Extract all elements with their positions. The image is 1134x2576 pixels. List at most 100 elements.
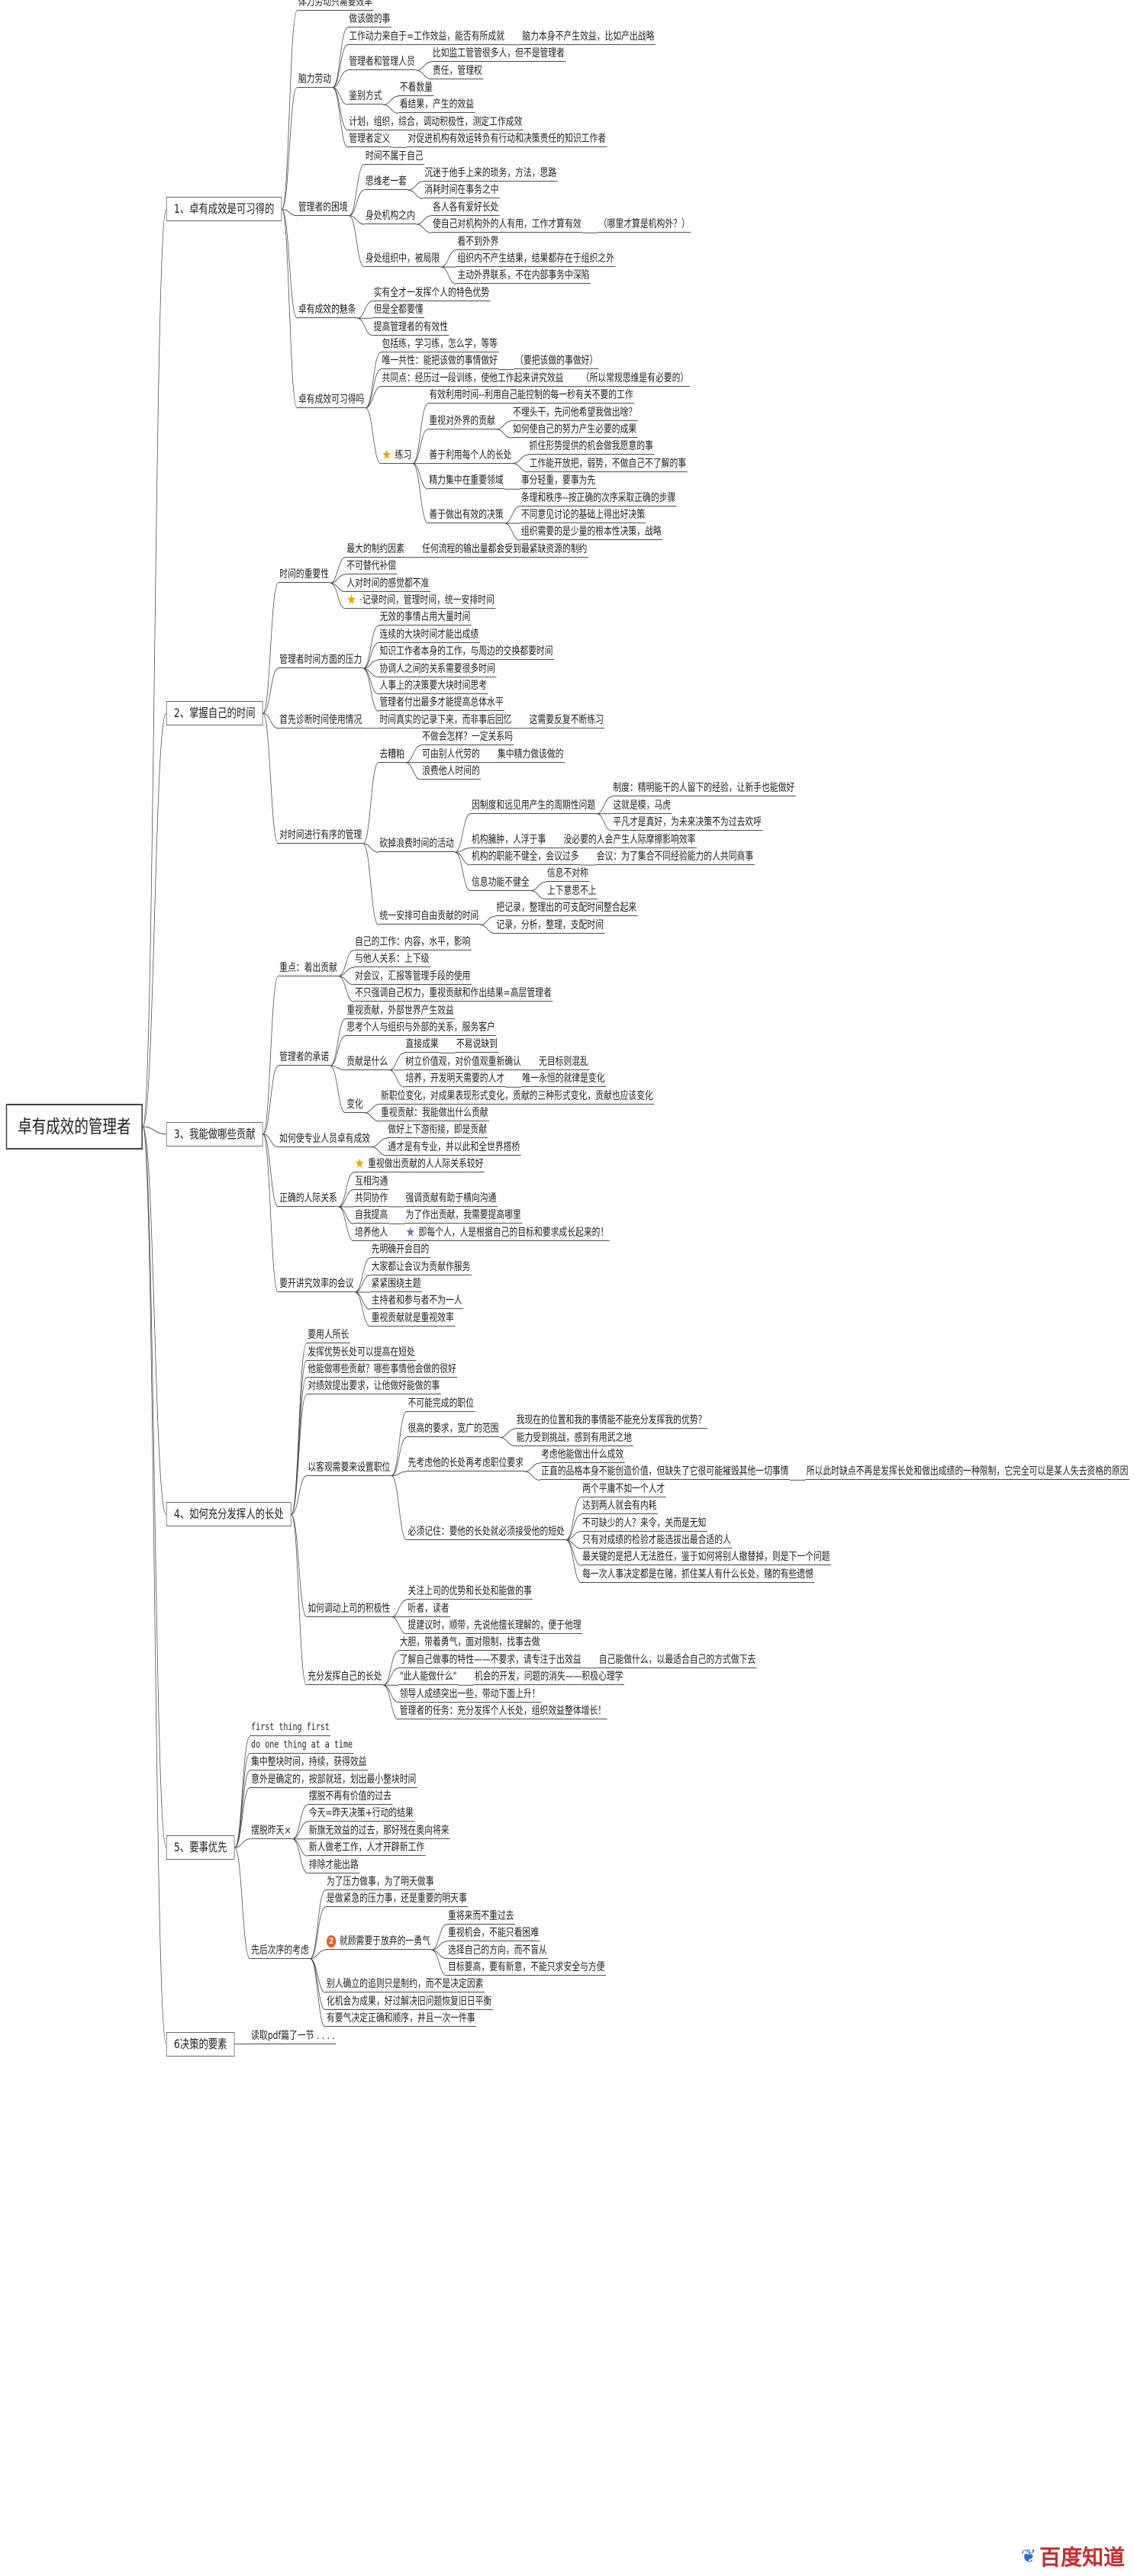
node-label: 考虑他能做出什么成效: [541, 1449, 624, 1461]
node-label: 摆脱昨天×: [251, 1824, 292, 1837]
topic-node: 要用人所长: [306, 1328, 350, 1344]
node-label: 机会的开发，问题的消失——积极心理学: [474, 1671, 623, 1684]
connector-line: [391, 1471, 407, 1477]
connector-line: [357, 301, 373, 319]
topic-node: 重视贡献：我能做出什么贡献: [379, 1106, 490, 1121]
connector-line: [234, 1847, 250, 1960]
connector-line: [362, 642, 379, 669]
node-label: 信息不对称: [546, 867, 588, 880]
node-label: （所以常规思维是有必要的）: [581, 371, 689, 384]
node-label: 1、卓有成效是可习得的: [173, 201, 275, 217]
node-label: 先后次序的考虑: [251, 1944, 309, 1957]
connector-line: [388, 1052, 404, 1071]
connector-line: [365, 407, 382, 465]
connector-line: [282, 208, 298, 217]
topic-node: 不做会怎样？一定关系吗: [420, 730, 514, 746]
topic-node: 事分轻重，要事为先: [520, 474, 597, 490]
connector-line: [565, 1531, 581, 1541]
topic-node: 如何调动上司的积极性: [306, 1602, 391, 1617]
topic-node: 摆脱不再有价值的过去: [308, 1790, 393, 1805]
section-node: 5、要事优先: [166, 1835, 235, 1860]
topic-node: 卓有成效的魅条: [297, 303, 358, 319]
topic-node: 做该做的事: [347, 12, 391, 28]
node-label: 人对时间的感觉都不准: [346, 577, 430, 590]
topic-node: 使自己对机构外的人有用，工作才算有效: [431, 217, 583, 233]
connector-line: [382, 1650, 399, 1686]
topic-node: 与他人关系：上下级: [353, 952, 430, 968]
topic-node: 上下意思不上: [546, 884, 598, 899]
connector-line: [412, 463, 428, 490]
node-label: 重视贡献：我能做出什么贡献: [380, 1107, 488, 1119]
watermark-text: 百度知道: [1039, 2545, 1125, 2570]
node-label: 管理者时间方面的压力: [279, 654, 362, 667]
topic-node: 时间真实的记录下来，而非事后回忆: [378, 713, 514, 728]
node-label: 善于利用每个人的长处: [429, 449, 512, 461]
topic-node: 最关键的是把人无法胜任，鉴于如何将别人撤替掉，则是下一个问题: [581, 1550, 832, 1566]
connector-line: [291, 1343, 308, 1515]
topic-node: 因制度和远见用产生的周期性问题: [470, 799, 597, 814]
node-label: 如何使自己的努力产生必要的成果: [513, 423, 637, 436]
node-label: 有效利用时间--利用自己能控制的每一秒有关不要的工作: [429, 389, 633, 402]
topic-node: （哪里才算是机构外？）: [598, 217, 691, 233]
connector-line: [524, 1462, 540, 1472]
topic-node: 身处机构之内: [364, 209, 417, 224]
connector-line: [292, 1838, 308, 1874]
node-label: 正确的人际关系: [279, 1192, 337, 1204]
connector-line: [412, 429, 428, 465]
topic-node: 时间不属于自己: [364, 150, 425, 165]
connector-line: [234, 1753, 250, 1848]
topic-node: 目标要高，要有新意，不能只求安全与方便: [446, 1960, 607, 1976]
topic-node: 管理者付出最多才能提高总体水平: [378, 696, 505, 712]
topic-node: 不可能完成的职位: [406, 1397, 475, 1412]
topic-node: 对会议，汇报等管理手段的使用: [353, 970, 472, 985]
topic-node: 正直的品格本身不能创造价值，但缺失了它很可能摧毁其他一切事情: [540, 1465, 791, 1481]
connector-line: [142, 1126, 166, 1135]
topic-node: 通才是有专业，并以此和全世界搭桥: [386, 1140, 521, 1156]
priority-2-icon: 2: [326, 1935, 337, 1948]
connector-line: [142, 1126, 167, 2045]
node-label: 最大的制约因素: [346, 542, 404, 555]
node-label: 即每个人，人是根据自己的目标和要求成长起来的！: [418, 1226, 609, 1239]
connector-line: [388, 1069, 404, 1088]
node-label: 读取pdf篇了一节 . . . .: [251, 2029, 335, 2042]
connector-line: [504, 506, 520, 524]
connector-line: [371, 1146, 387, 1156]
node-label: 达到两人就会有内耗: [582, 1500, 657, 1513]
star-orange-icon: ★: [346, 592, 356, 608]
topic-node: 唯一永恒的就律是变化: [520, 1072, 607, 1088]
node-label: 每一次人事决定都是在赌，抓住某人有什么长处，赌的有些遗憾: [582, 1568, 813, 1581]
node-label: 对绩效提出要求，让他做好能做的事: [308, 1380, 440, 1393]
topic-node: 很高的要求，宽广的范围: [406, 1422, 501, 1438]
connector-line: [383, 104, 399, 114]
topic-node: 脑力本身不产生效益，比如产出战略: [520, 30, 656, 45]
node-label: 体力劳动只需要效率: [298, 0, 373, 8]
connector-line: [416, 215, 432, 225]
node-label: 思维老一套: [365, 175, 407, 188]
node-label: 管理者的困境: [298, 201, 348, 214]
topic-node: 鉴别方式: [347, 89, 384, 105]
connector-line: [310, 1889, 326, 1960]
topic-node: 他能做哪些贡献？哪些事情他会做的很好: [306, 1362, 458, 1378]
topic-node: 先考虑他的长处再考虑职位要求: [406, 1456, 525, 1472]
connector-line: [408, 181, 424, 191]
node-label: 脑力劳动: [298, 72, 332, 85]
node-label: 新旗无效益的过去，那好残在奥向将来: [308, 1824, 449, 1837]
topic-node: 以客观需要来设置职位: [306, 1461, 391, 1476]
node-label: 自己能做什么，以最适合自己的方式做下去: [598, 1653, 756, 1666]
topic-node: 首先诊断时间使用情况: [278, 713, 363, 728]
connector-line: [338, 950, 354, 977]
node-label: do one thing at a time: [251, 1738, 353, 1751]
node-label: 不可能完成的职位: [408, 1397, 475, 1410]
node-label: 5、要事优先: [173, 1840, 227, 1854]
topic-node: 主持者和参与者不为一人: [370, 1294, 464, 1310]
node-label: 大胆，带着勇气，面对限制，找事去做: [399, 1636, 540, 1649]
connector-line: [357, 317, 373, 336]
topic-node: 信息不对称: [546, 867, 590, 883]
node-label: 做该做的事: [349, 13, 391, 26]
node-label: 重视贡献就是重视效率: [371, 1311, 454, 1324]
node-label: 4、如何充分发挥人的长处: [173, 1507, 284, 1522]
topic-node: 管理者时间方面的压力: [278, 653, 363, 669]
connector-line: [281, 87, 298, 210]
topic-node: 浪费他人时间的: [420, 764, 482, 780]
topic-node: 自我提高: [353, 1208, 389, 1224]
